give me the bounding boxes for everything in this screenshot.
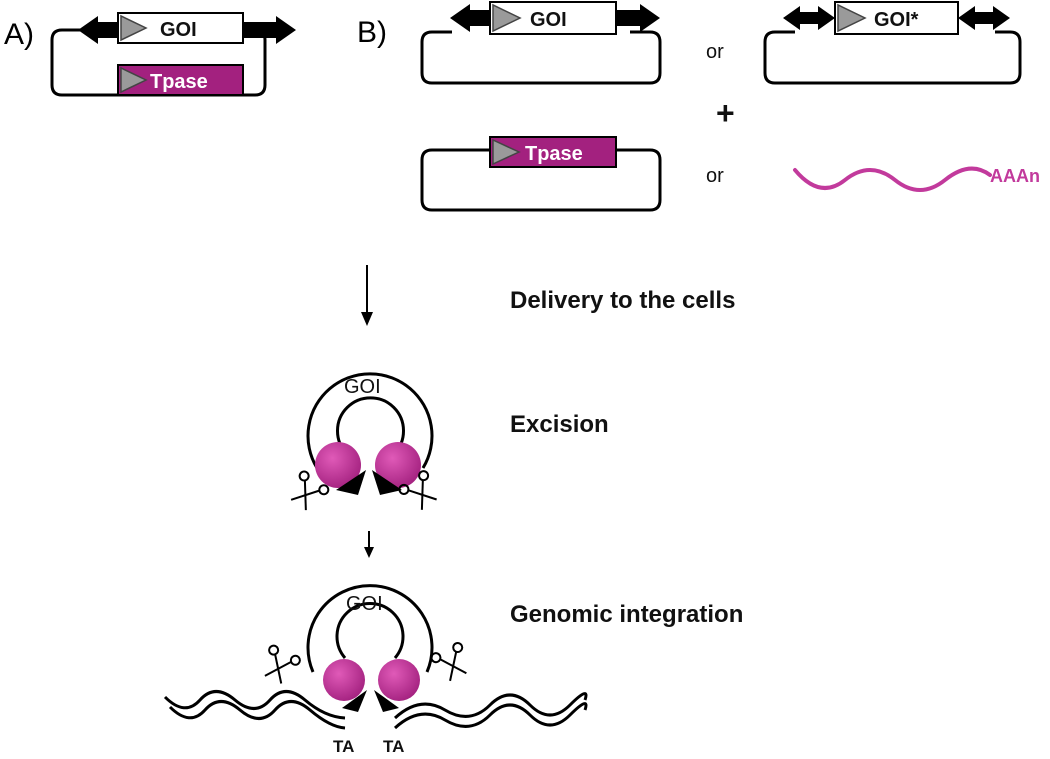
panel-a-label: A) [4,18,34,51]
polya-tail-label: AAAn [990,166,1040,186]
scissors-icon [290,470,330,511]
tpase-box [489,136,617,168]
tpase-label: Tpase [525,143,583,165]
excised-transposon-outer [306,372,434,469]
goi-star-label: GOI* [874,9,919,31]
transposase-protein-icon [315,442,361,488]
transposase-protein-icon [375,442,421,488]
integration-step: Genomic integration GOI TA TA [163,584,743,756]
cleavage-wedge [372,470,402,495]
excision-label: Excision [510,411,609,438]
itr-arrow-icon [450,4,492,32]
scissors-icon [264,644,301,684]
excision-step: Excision GOI [290,372,609,558]
promoter-arrow-icon [492,3,522,33]
panel-b-label: B) [357,16,387,49]
goi-plasmid [420,30,662,85]
scissors-icon [398,470,437,510]
itr-arrow-icon [243,16,296,44]
itr-arrow-icon [783,6,835,30]
goi-label: GOI [160,19,197,41]
cleavage-wedge [336,470,366,495]
promoter-arrow-icon [120,66,148,94]
panel-a: A) GOI Tpase [4,12,296,97]
goi-label: GOI [346,593,383,615]
delivery-step: Delivery to the cells [361,265,735,326]
excised-transposon-inner [336,396,405,456]
transposase-protein-icon [378,659,420,701]
integration-label: Genomic integration [510,601,743,628]
scissors-icon [430,642,467,682]
goi-label: GOI [344,376,381,398]
dna-helix-icon [393,702,588,730]
plus-sign: + [716,95,735,131]
panel-b: B) GOI or GOI* + Tpase or AAAn [357,1,1040,212]
promoter-arrow-icon [492,138,521,166]
dna-helix-icon [163,690,346,720]
transposase-protein-icon [323,659,365,701]
cleavage-wedge [374,690,399,712]
promoter-arrow-icon [837,3,867,33]
tpase-plasmid [420,148,662,212]
goi-box [489,1,617,35]
dna-helix-icon [393,692,588,720]
down-arrow-head [361,312,373,326]
down-arrow-head [364,547,374,558]
dna-helix-icon [168,700,346,730]
transposase-mrna [793,166,992,192]
or-text: or [706,41,724,63]
integrating-transposon-inner [335,601,405,659]
integrating-transposon-outer [306,584,434,673]
itr-arrow-icon [616,4,660,32]
tpase-label: Tpase [150,71,208,93]
delivery-label: Delivery to the cells [510,287,735,314]
goi-label: GOI [530,9,567,31]
ta-site-label: TA [333,737,354,756]
cleavage-wedge [342,690,367,712]
goi-star-plasmid [763,30,1022,85]
itr-arrow-icon [958,6,1010,30]
ta-site-label: TA [383,737,404,756]
promoter-arrow-icon [120,14,148,42]
itr-arrow-icon [78,16,120,44]
or-text: or [706,165,724,187]
